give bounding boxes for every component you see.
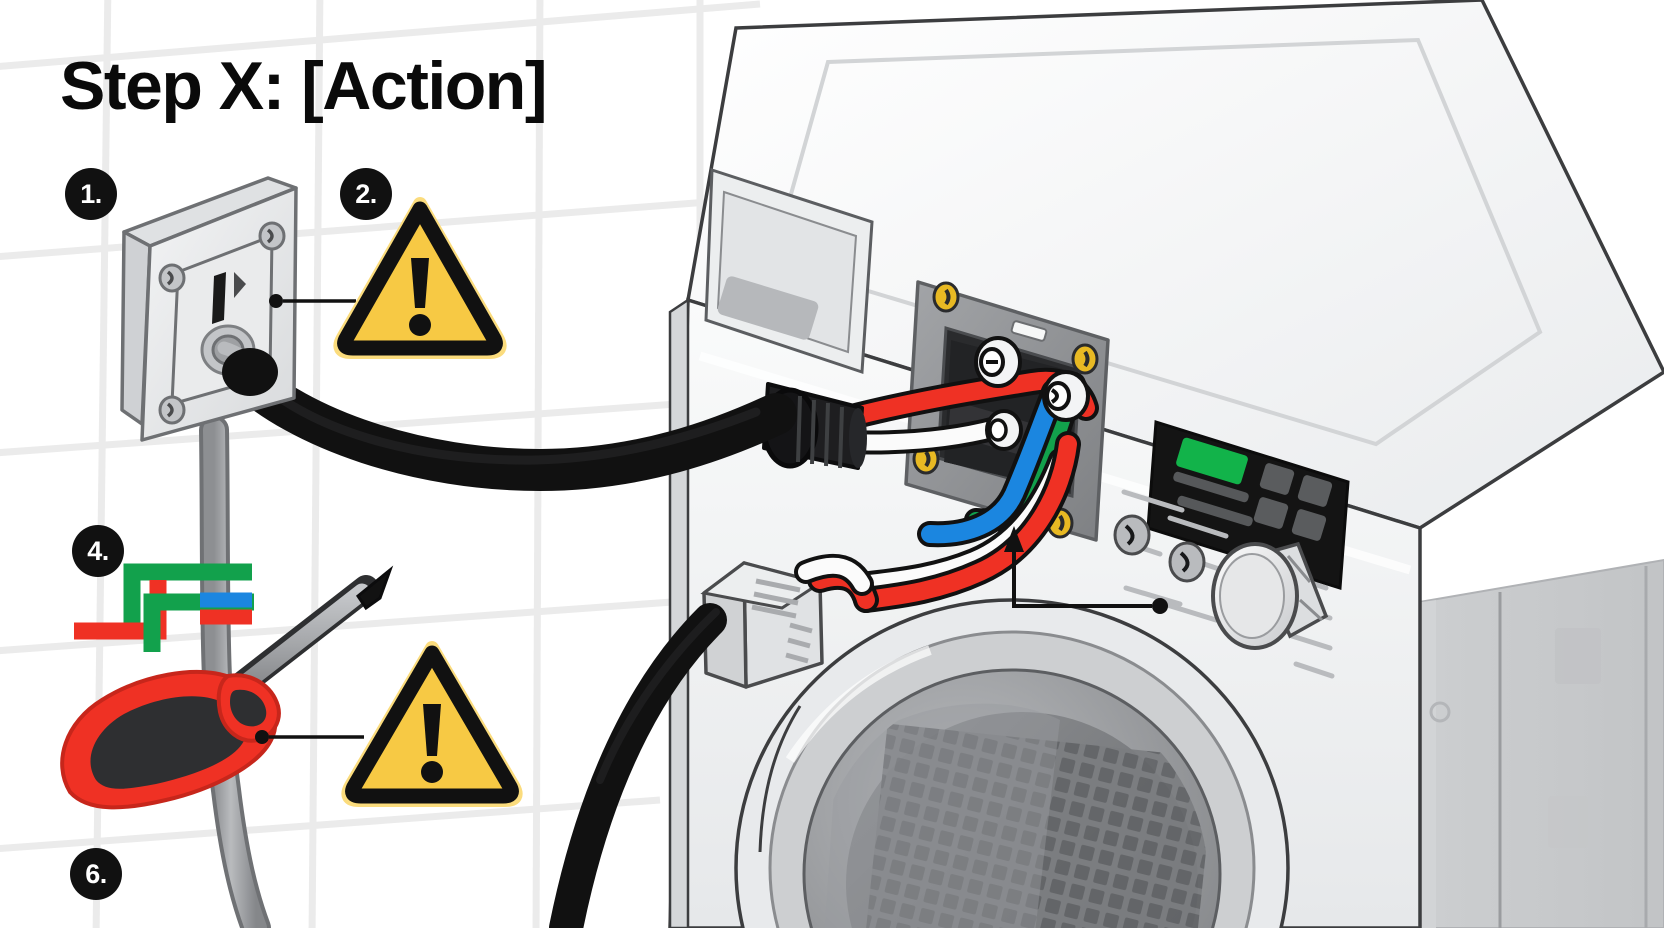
- callout-outlet-to-warning: [269, 294, 356, 308]
- warning-triangle-screwdriver: [341, 641, 523, 807]
- small-dial-2[interactable]: [1168, 541, 1206, 583]
- panel-button-pad[interactable]: [1253, 462, 1333, 542]
- step-badge-2: 2.: [340, 168, 392, 220]
- outlet-plate-screws: [158, 221, 286, 425]
- clothes-dryer: [549, 0, 1664, 928]
- page-title: Step X: [Action]: [60, 48, 547, 124]
- control-panel: [1113, 420, 1350, 679]
- small-dial-1[interactable]: [1113, 514, 1151, 556]
- wire-routing-diagram: [74, 563, 254, 652]
- step-badge-4: 4.: [72, 525, 124, 577]
- power-cord-lower: [549, 603, 727, 928]
- power-cable-main: [219, 351, 797, 492]
- clamp-inlet-wires: [794, 553, 879, 613]
- wall-outlet-box: [120, 176, 298, 442]
- step-badge-6: 6.: [70, 848, 122, 900]
- terminal-ferrules: [974, 336, 1090, 451]
- dryer-lint-drawer: [704, 167, 874, 375]
- warning-triangle-outlet: [333, 197, 507, 359]
- screwdriver: [60, 565, 394, 810]
- step-badge-1: 1.: [65, 168, 117, 220]
- callout-panel-arrow: [1004, 526, 1168, 614]
- side-cabinet: [1407, 558, 1664, 928]
- program-knob[interactable]: [1211, 541, 1329, 650]
- callout-screwdriver-to-warning: [255, 730, 364, 744]
- dryer-door[interactable]: [734, 598, 1290, 928]
